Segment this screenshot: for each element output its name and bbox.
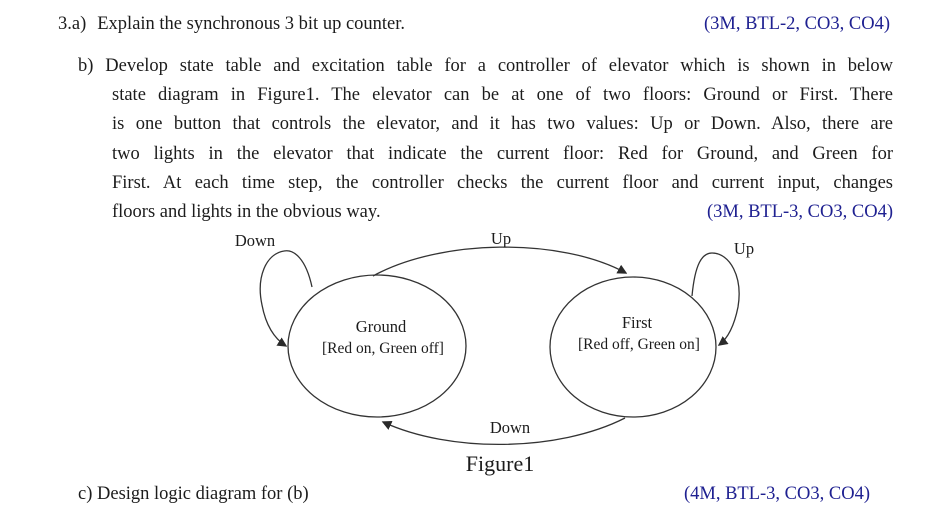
question-c-row: c) Design logic diagram for (b) (4M, BTL… (78, 480, 870, 509)
label-self-ground-down: Down (235, 231, 275, 250)
state-first-ellipse (549, 276, 717, 418)
transition-arrow-self-ground (259, 250, 313, 347)
question-b-line: b) Develop state table and excitation ta… (78, 56, 893, 76)
state-ground-name: Ground (356, 317, 407, 336)
transition-arrow-first-to-ground (381, 417, 626, 446)
label-self-first-up: Up (734, 239, 754, 258)
question-c-text: c) Design logic diagram for (b) (78, 484, 309, 504)
state-first-name: First (622, 313, 653, 332)
question-a-marks: (3M, BTL-2, CO3, CO4) (703, 14, 890, 34)
state-ground-outputs: [Red on, Green off] (322, 340, 444, 357)
question-b-line: two lights in the elevator that indicate… (112, 143, 893, 164)
question-b-line: state diagram in Figure1. The elevator c… (112, 85, 893, 106)
question-b-line: is one button that controls the elevator… (112, 114, 893, 135)
question-a-text: Explain the synchronous 3 bit up counter… (97, 14, 406, 34)
figure-caption: Figure1 (465, 451, 535, 476)
question-a-number: 3.a) (58, 14, 87, 34)
label-first-to-ground-down: Down (490, 418, 530, 437)
question-c-marks: (4M, BTL-3, CO3, CO4) (683, 484, 870, 504)
transition-arrow-self-first (691, 252, 740, 346)
question-b-line: First. At each time step, the controller… (112, 172, 893, 193)
state-first-outputs: [Red off, Green on] (578, 336, 700, 353)
question-b-last-text: floors and lights in the obvious way. (112, 202, 381, 223)
question-b-last-line: floors and lights in the obvious way. (3… (78, 198, 893, 227)
question-b-marks: (3M, BTL-3, CO3, CO4) (706, 202, 893, 223)
label-ground-to-first-up: Up (491, 229, 511, 248)
question-b-paragraph: b) Develop state table and excitation ta… (78, 52, 893, 227)
elevator-state-diagram: Down Up Up Down Ground [Red on, Green of… (235, 229, 754, 446)
question-a-row: 3.a) Explain the synchronous 3 bit up co… (58, 10, 890, 39)
state-ground-ellipse (287, 274, 467, 418)
transition-arrow-ground-to-first (372, 246, 628, 277)
